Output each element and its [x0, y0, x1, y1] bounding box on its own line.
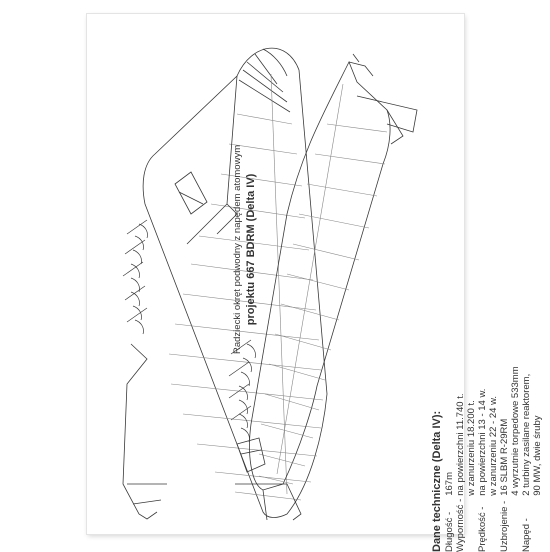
- spec-value: 167m: [444, 366, 455, 496]
- spec-label: Wyporność -: [455, 498, 466, 552]
- spec-value-line: 167m: [444, 472, 455, 496]
- spec-value-line: 2 turbiny zasilane reaktorem,: [521, 373, 532, 496]
- spec-label: Napęd -: [521, 518, 532, 552]
- rudder-right: [356, 95, 418, 145]
- spec-value-line: w zanurzeniu 18.200 t.: [466, 400, 477, 496]
- spec-label: Prędkość -: [477, 506, 488, 552]
- missile-hatches-left: [122, 219, 148, 335]
- caption-line-2: projektu 667 BDRM (Delta IV): [245, 173, 257, 326]
- missile-hatches-right: [228, 339, 256, 443]
- spec-row-length: Długość - 167m: [444, 366, 455, 552]
- spec-value-line: 16 SLBM R-29RM: [499, 418, 510, 496]
- spec-label: Długość -: [444, 511, 455, 552]
- spec-row-speed: Prędkość - na powierzchni 13 - 14 w. w z…: [477, 366, 499, 552]
- sail-right: [236, 437, 266, 473]
- spec-value-line: w zanurzeniu 22 - 24 w.: [488, 395, 499, 496]
- document-page: Radziecki okręt podwodny z napędem atomo…: [87, 14, 543, 552]
- spec-value-line: 90 MW, dwie śruby: [532, 415, 543, 496]
- submarine-left-drawing: [122, 47, 328, 520]
- caption-line-1: Radziecki okręt podwodny z napędem atomo…: [232, 144, 243, 354]
- spec-row-armament: Uzbrojenie - 16 SLBM R-29RM 4 wyrzutnie …: [499, 366, 521, 552]
- spec-value: na powierzchni 11.740 t. w zanurzeniu 18…: [455, 366, 477, 495]
- spec-value-line: na powierzchni 11.740 t.: [455, 393, 466, 496]
- specs-table: Długość - 167m Wyporność - na powierzchn…: [444, 366, 543, 552]
- spec-value: na powierzchni 13 - 14 w. w zanurzeniu 2…: [477, 366, 499, 496]
- drawing-caption: Radziecki okręt podwodny z napędem atomo…: [232, 145, 258, 354]
- submarine-right-drawing: [228, 53, 418, 521]
- spec-row-propulsion: Napęd - 2 turbiny zasilane reaktorem, 90…: [521, 366, 543, 552]
- spec-value-line: na powierzchni 13 - 14 w.: [477, 388, 488, 496]
- spec-value: 16 SLBM R-29RM 4 wyrzutnie torpedowe 533…: [499, 366, 521, 495]
- specs-title: Dane techniczne (Delta IV):: [431, 410, 443, 552]
- technical-specs: Dane techniczne (Delta IV): Długość - 16…: [430, 366, 543, 552]
- spec-label: Uzbrojenie -: [499, 500, 510, 552]
- spec-value: 2 turbiny zasilane reaktorem, 90 MW, dwi…: [521, 366, 543, 496]
- sail-left: [174, 171, 208, 215]
- spec-row-displacement: Wyporność - na powierzchni 11.740 t. w z…: [455, 366, 477, 552]
- spec-value-line: 4 wyrzutnie torpedowe 533mm: [510, 366, 521, 496]
- submarine-line-drawing: [122, 47, 418, 521]
